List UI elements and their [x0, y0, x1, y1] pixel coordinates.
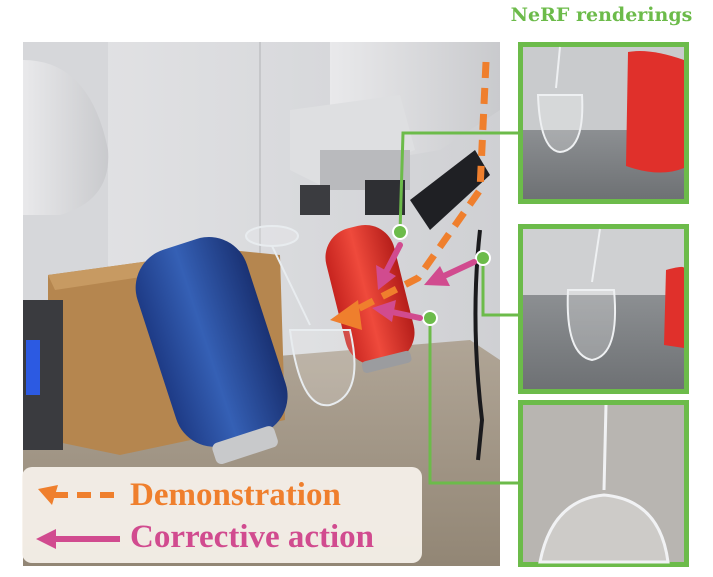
legend: Demonstration Corrective action — [22, 467, 422, 563]
dashed-arrow-icon — [38, 485, 120, 505]
nerf-rendering-1 — [518, 42, 689, 204]
nerf-renderings-title: NeRF renderings — [510, 4, 693, 26]
solid-arrow-icon — [36, 529, 120, 549]
nerf-rendering-2 — [518, 224, 689, 394]
legend-item-corrective-action: Corrective action — [32, 517, 374, 557]
legend-label-corrective-action: Corrective action — [130, 519, 375, 555]
nerf-rendering-3 — [518, 400, 689, 567]
legend-item-demonstration: Demonstration — [32, 475, 341, 515]
legend-label-demonstration: Demonstration — [130, 477, 341, 513]
